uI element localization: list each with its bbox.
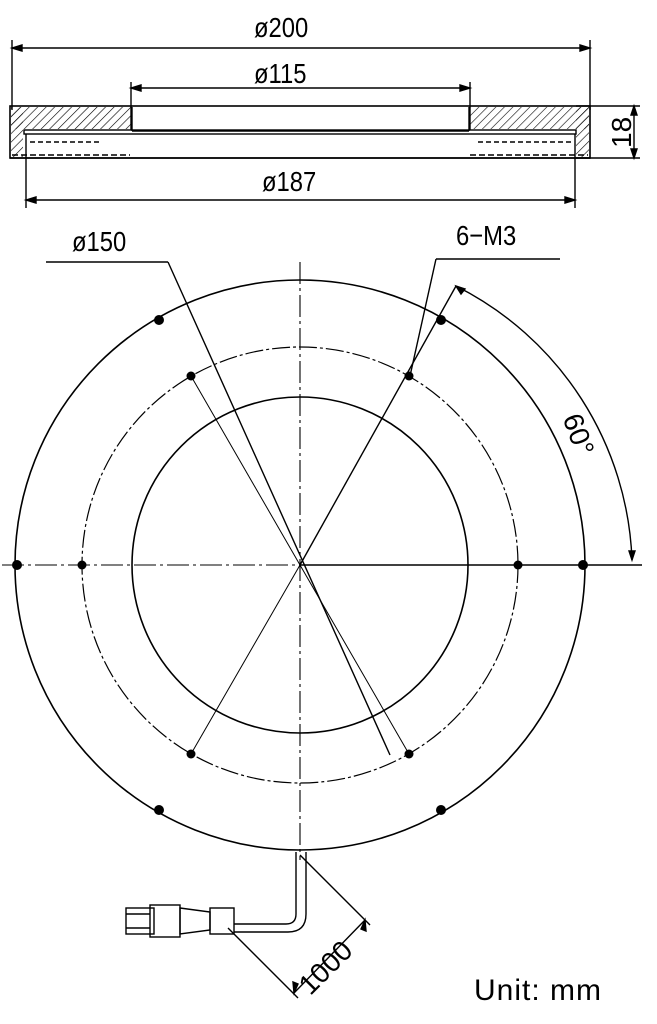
inner-circle: [131, 396, 469, 734]
outer-holes: [12, 315, 588, 815]
dim-window-diameter: ø115: [254, 58, 307, 89]
dim-inner-diameter: ø187: [262, 166, 317, 197]
dim-height: 18: [606, 116, 637, 148]
section-view: [9, 40, 640, 208]
dim-outer-diameter: ø200: [254, 12, 309, 43]
dim-holes: 6−M3: [456, 220, 517, 251]
unit-label: Unit: mm: [474, 974, 602, 1007]
dim-bolt-circle: ø150: [72, 226, 127, 257]
top-view: [2, 258, 642, 999]
